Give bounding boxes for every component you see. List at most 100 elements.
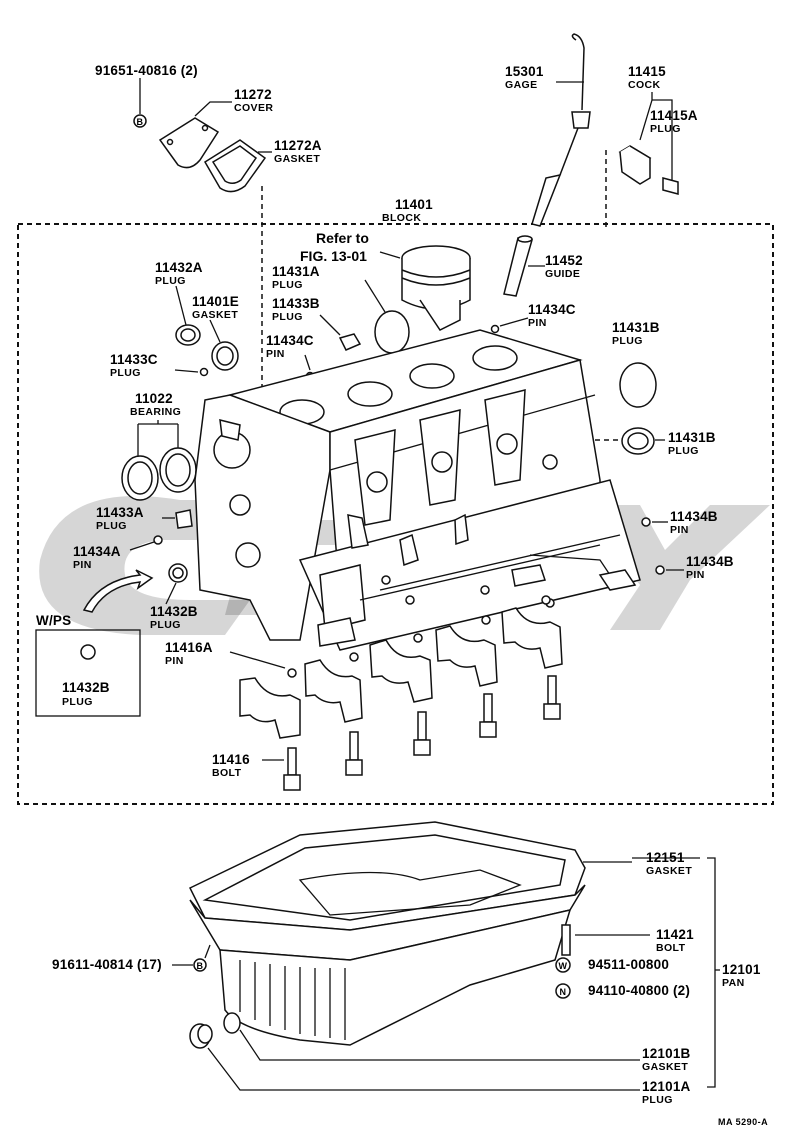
piston-ref — [401, 245, 471, 331]
plug-11433b — [338, 333, 362, 351]
label-11415: 11415 — [628, 64, 666, 79]
label-refer-1: Refer to — [316, 230, 369, 246]
label-12101a-sub: PLUG — [642, 1094, 673, 1106]
label-11431a-sub: PLUG — [272, 279, 303, 291]
label-wps: W/PS — [36, 613, 71, 628]
label-11416a-sub: PIN — [165, 655, 184, 667]
cap-bolts-11416 — [283, 675, 561, 791]
label-11434b-sub: PIN — [670, 524, 689, 536]
label-11452-sub: GUIDE — [545, 268, 580, 280]
label-11431b-2: 11431B — [668, 430, 716, 445]
label-11401e-sub: GASKET — [192, 309, 238, 321]
label-91651: 91651-40816 (2) — [95, 63, 198, 78]
washer-symbol — [555, 957, 571, 973]
engine-block — [194, 329, 641, 651]
label-94511: 94511-00800 — [588, 957, 669, 972]
label-11421-sub: BOLT — [656, 942, 686, 954]
label-11434c: 11434C — [266, 333, 314, 348]
label-15301-sub: GAGE — [505, 79, 538, 91]
oil-pan — [188, 821, 586, 1046]
plug-11433c — [199, 367, 209, 377]
label-12151-sub: GASKET — [646, 865, 692, 877]
label-11415a: 11415A — [650, 108, 698, 123]
plug-11432a — [175, 324, 201, 346]
label-11434c-2-sub: PIN — [528, 317, 547, 329]
label-block-sub: BLOCK — [382, 212, 421, 224]
bearing-11022 — [121, 447, 197, 501]
label-11432a: 11432A — [155, 260, 203, 275]
pin-11434a — [153, 535, 163, 545]
label-11272a: 11272A — [274, 138, 322, 153]
pin-11416a — [287, 668, 297, 678]
label-11431b-sub: PLUG — [612, 335, 643, 347]
plug-11431a — [374, 310, 410, 354]
label-11401e: 11401E — [192, 294, 239, 309]
label-11272: 11272 — [234, 87, 272, 102]
label-11416: 11416 — [212, 752, 250, 767]
label-11433a: 11433A — [96, 505, 144, 520]
plug-11431b-2 — [621, 427, 655, 455]
label-11416-sub: BOLT — [212, 767, 242, 779]
label-11432b-wps-sub: PLUG — [62, 696, 93, 708]
dipstick-gage — [531, 33, 591, 227]
wps-box — [35, 629, 141, 717]
nut-symbol-n: N — [560, 987, 567, 997]
label-11421: 11421 — [656, 927, 694, 942]
label-11433b-sub: PLUG — [272, 311, 303, 323]
plug-11433a — [175, 509, 193, 529]
label-94110: 94110-40800 (2) — [588, 983, 690, 998]
label-11433a-sub: PLUG — [96, 520, 127, 532]
pin-11434b-2 — [655, 565, 665, 575]
label-block-num: 11401 — [395, 197, 433, 212]
drain-gasket-12101b — [223, 1012, 241, 1034]
bearing-caps — [239, 607, 563, 739]
cover-11272 — [158, 117, 220, 169]
bolt-91611-symbol — [193, 958, 207, 972]
label-refer-2: FIG. 13-01 — [300, 248, 367, 264]
label-11022-sub: BEARING — [130, 406, 181, 418]
label-11022: 11022 — [135, 391, 173, 406]
bolt-symbol-b-2: B — [197, 961, 204, 971]
label-11272a-sub: GASKET — [274, 153, 320, 165]
label-11434c-2: 11434C — [528, 302, 576, 317]
bolt-91651-symbol — [133, 114, 147, 128]
label-12101a: 12101A — [642, 1079, 691, 1094]
label-11434c-sub: PIN — [266, 348, 285, 360]
washer-symbol-w: W — [559, 961, 568, 971]
gasket-11272a — [203, 139, 267, 193]
figure-code: MA 5290-A — [718, 1117, 768, 1127]
pin-11434c-2 — [490, 324, 500, 334]
label-11452: 11452 — [545, 253, 583, 268]
label-12101-sub: PAN — [722, 977, 745, 989]
label-11432b-sub: PLUG — [150, 619, 181, 631]
label-11431b-2-sub: PLUG — [668, 445, 699, 457]
label-11416a: 11416A — [165, 640, 213, 655]
label-11434a-sub: PIN — [73, 559, 92, 571]
label-12101b-sub: GASKET — [642, 1061, 688, 1073]
label-11434a: 11434A — [73, 544, 121, 559]
label-11434b-2: 11434B — [686, 554, 734, 569]
label-11272-sub: COVER — [234, 102, 273, 114]
label-11432a-sub: PLUG — [155, 275, 186, 287]
plug-11432b — [168, 563, 188, 583]
label-11432b-wps: 11432B — [62, 680, 110, 695]
label-91611: 91611-40814 (17) — [52, 957, 162, 972]
block-boundary — [17, 223, 774, 805]
label-11415-sub: COCK — [628, 79, 661, 91]
label-11431b: 11431B — [612, 320, 660, 335]
drain-cock-11415 — [618, 145, 679, 195]
pin-11434b — [641, 517, 651, 527]
label-11433c-sub: PLUG — [110, 367, 141, 379]
plug-11431b — [619, 362, 657, 408]
label-11434b-2-sub: PIN — [686, 569, 705, 581]
gasket-11401e — [211, 341, 239, 371]
arrow-wps — [82, 569, 154, 613]
bolt-11421 — [561, 924, 571, 956]
label-15301: 15301 — [505, 64, 544, 79]
label-12101b: 12101B — [642, 1046, 691, 1061]
label-11431a: 11431A — [272, 264, 320, 279]
label-11432b: 11432B — [150, 604, 198, 619]
guide-11452 — [503, 235, 533, 297]
